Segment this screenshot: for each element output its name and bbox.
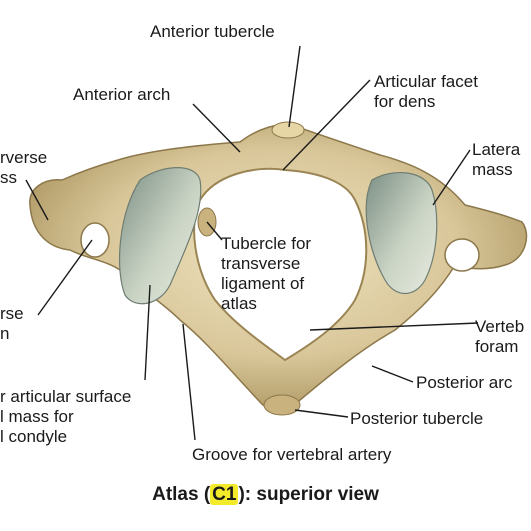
caption-suffix: ): superior view xyxy=(238,484,379,505)
leader-lines xyxy=(25,45,479,441)
leader-transverse-process xyxy=(25,179,49,221)
leader-vertebral-foramen xyxy=(309,322,479,331)
caption-prefix: Atlas ( xyxy=(152,484,211,505)
left-transverse-foramen xyxy=(80,222,110,258)
right-transverse-foramen xyxy=(444,238,480,272)
figure-caption: Atlas (C1): superior view xyxy=(0,484,531,506)
leader-groove-vertebral-artery xyxy=(182,323,196,441)
posterior-tubercle-bump xyxy=(263,394,301,416)
leader-posterior-arch xyxy=(371,365,414,383)
leader-anterior-tubercle xyxy=(288,45,301,128)
label-articular-facet-for-dens: Articular facet for dens xyxy=(374,72,478,111)
label-posterior-tubercle: Posterior tubercle xyxy=(350,409,484,428)
leader-anterior-arch xyxy=(192,103,241,153)
label-groove-for-vertebral-artery: Groove for vertebral artery xyxy=(192,445,392,464)
label-anterior-tubercle: Anterior tubercle xyxy=(150,22,275,41)
leader-lateral-mass xyxy=(432,149,471,206)
label-anterior-arch: Anterior arch xyxy=(73,85,171,104)
leader-transverse-foramen xyxy=(37,239,93,316)
left-superior-articular-facet xyxy=(118,167,202,305)
label-vertebral-foramen: Verteb foram xyxy=(475,317,525,356)
leader-tubercle-transverse-ligament xyxy=(206,221,223,241)
label-superior-articular-surface: r articular surface l mass for l condyle xyxy=(0,387,132,446)
label-transverse-process: rverse ss xyxy=(0,148,48,187)
caption-highlight-c1: C1 xyxy=(210,484,239,505)
label-tubercle-for-transverse-ligament: Tubercle for transverse ligament of atla… xyxy=(221,234,312,313)
leader-posterior-tubercle xyxy=(294,409,349,418)
vertebral-foramen-hole xyxy=(193,167,368,362)
anterior-tubercle-bump xyxy=(271,121,305,139)
label-posterior-arch: Posterior arc xyxy=(416,373,513,392)
leader-articular-facet xyxy=(282,79,371,171)
right-superior-articular-facet xyxy=(365,172,438,295)
leader-superior-articular-surface xyxy=(144,284,151,381)
label-transverse-foramen: rse n xyxy=(0,304,24,343)
label-lateral-mass: Latera mass xyxy=(472,140,521,179)
